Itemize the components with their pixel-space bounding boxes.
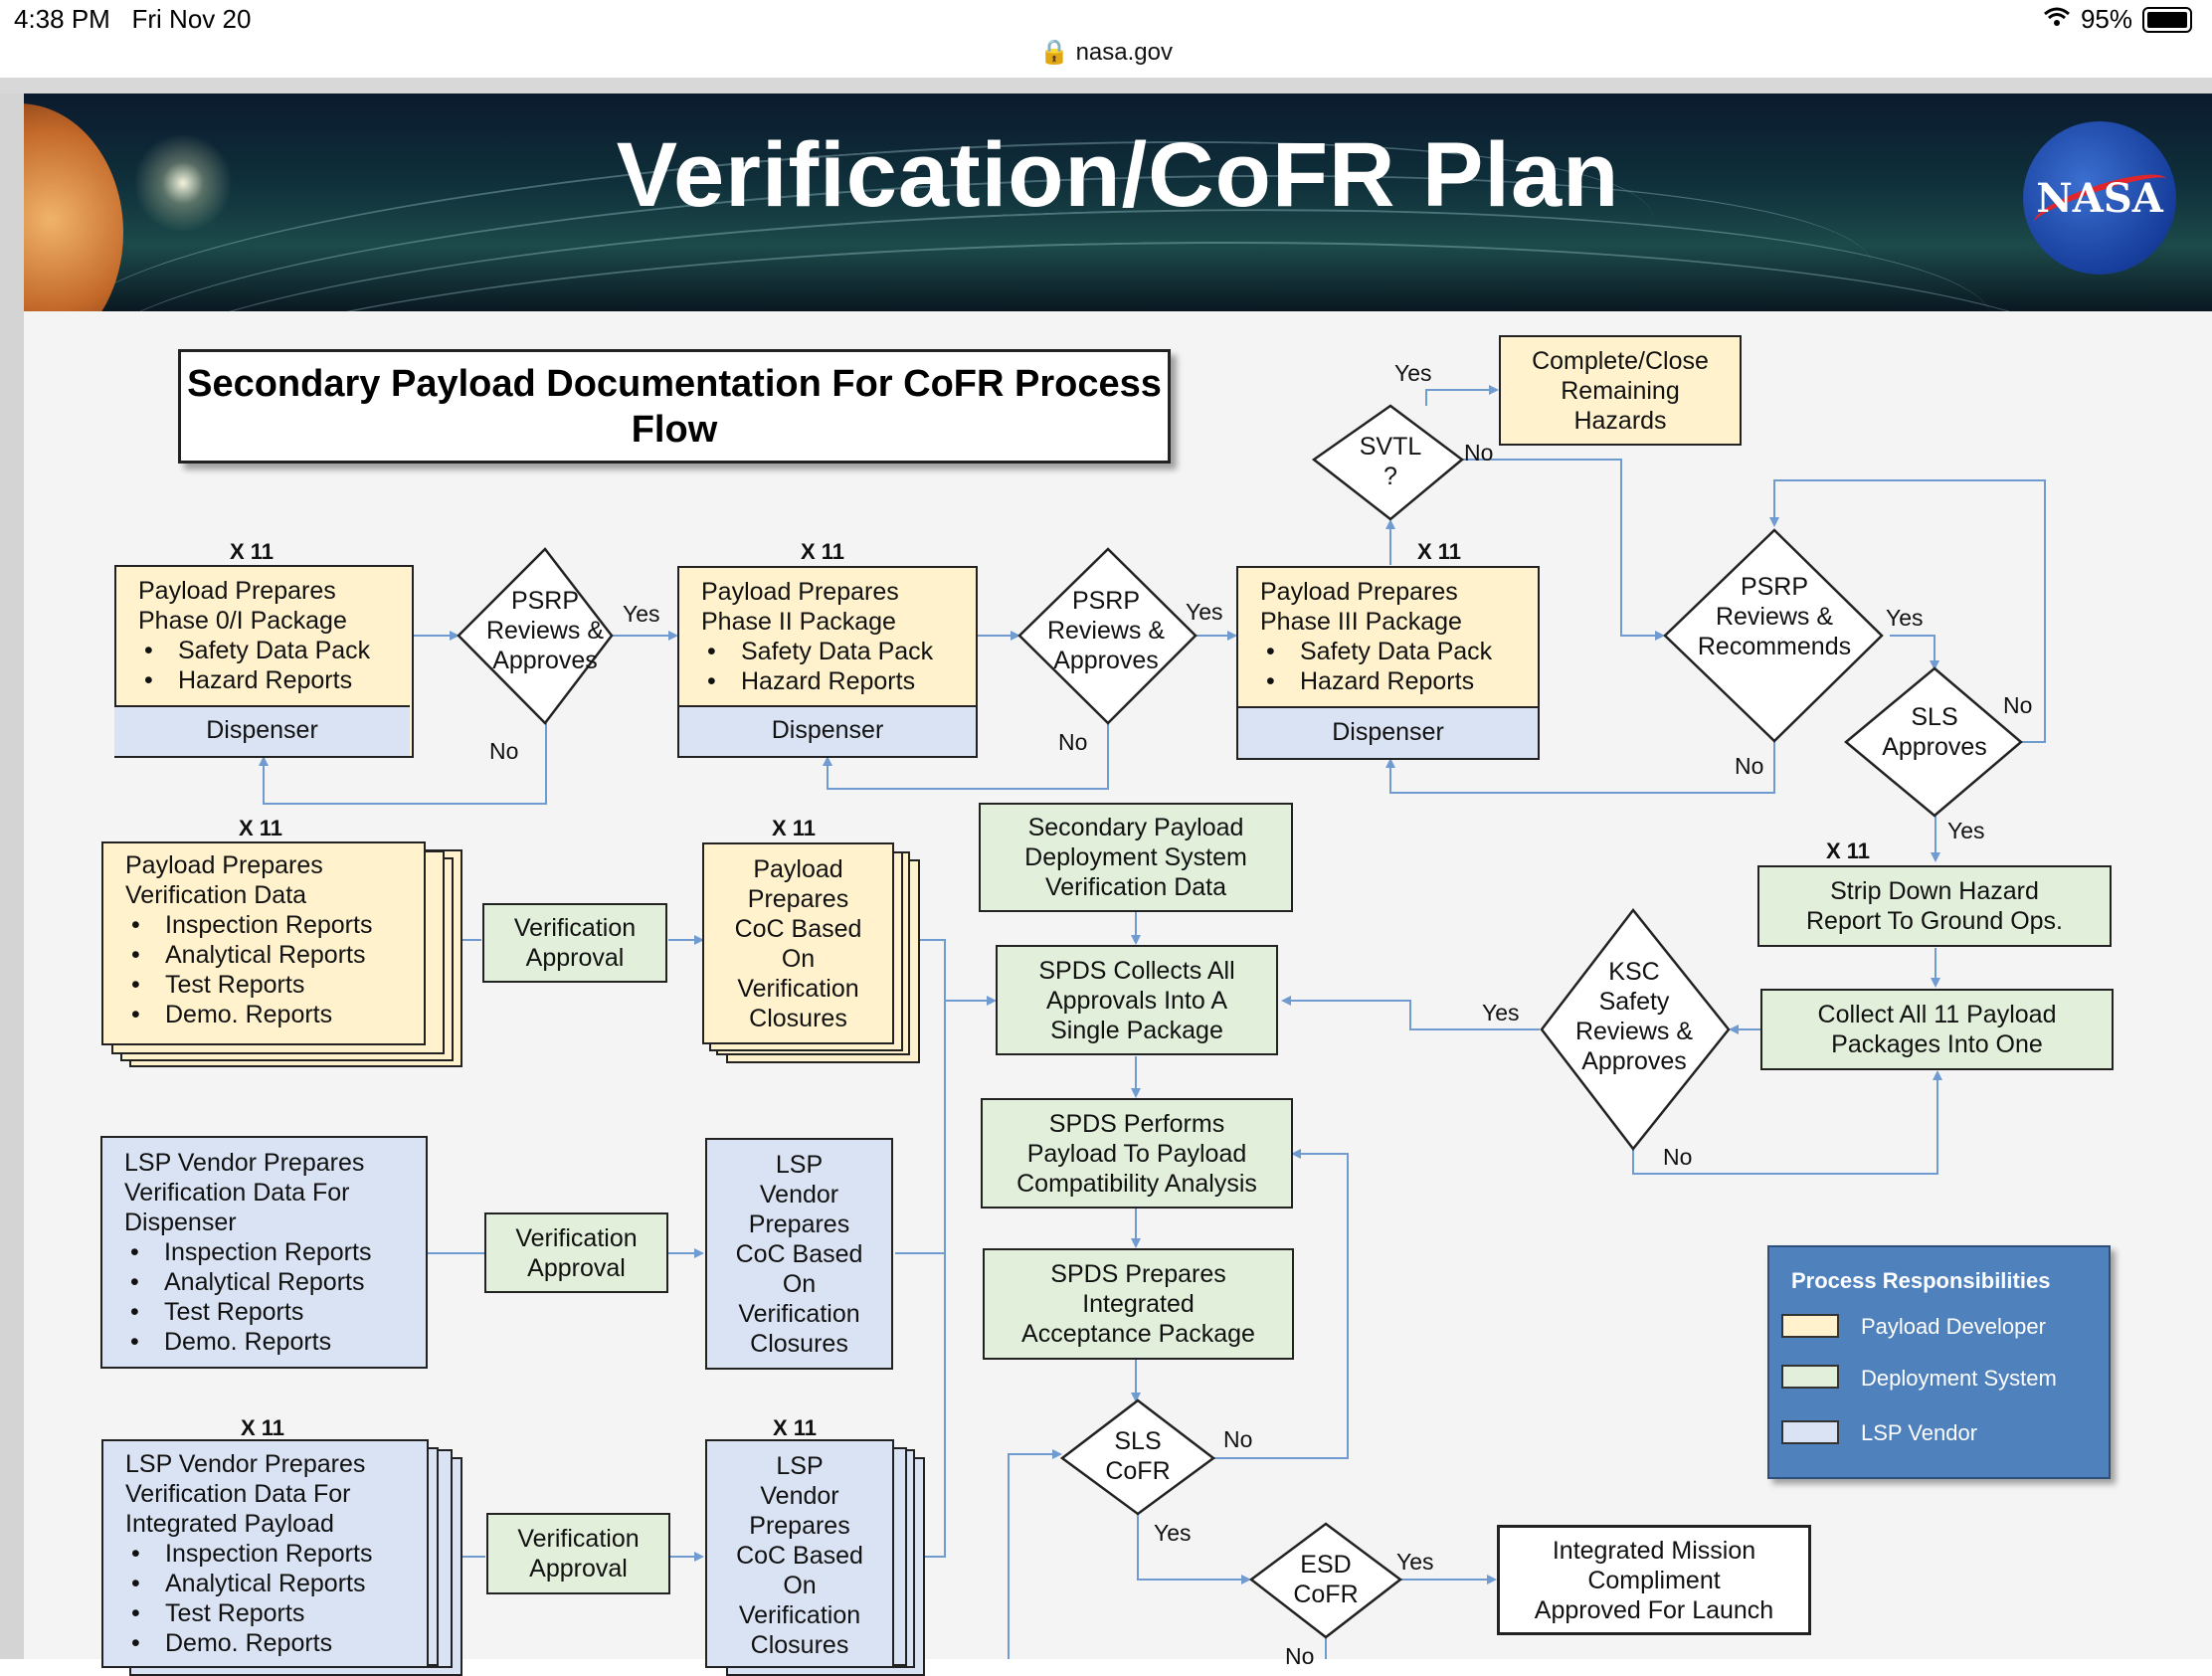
no-label: No (1058, 729, 1088, 755)
flow-title: Secondary Payload Documentation For CoFR… (178, 349, 1171, 464)
svtl-diamond (1311, 404, 1465, 521)
left-gutter (0, 93, 24, 1659)
no-label: No (1223, 1426, 1253, 1452)
no-label: No (489, 738, 519, 764)
toolbar-separator (0, 78, 2212, 93)
legend-title: Process Responsibilities (1791, 1268, 2051, 1293)
multiplier-label: X 11 (1417, 539, 1462, 564)
dispenser-label: Dispenser (1238, 706, 1538, 758)
multiplier-label: X 11 (239, 816, 283, 840)
status-right: 95% (2043, 4, 2192, 35)
multiplier-label: X 11 (1826, 838, 1871, 863)
psrp1-diamond (457, 547, 614, 725)
wifi-icon (2043, 4, 2071, 35)
status-bar: 4:38 PM Fri Nov 20 95% 🔒 nasa.gov (0, 0, 2212, 78)
yes-label: Yes (1396, 1549, 1434, 1575)
sls-cofr-diamond (1059, 1398, 1216, 1516)
lock-icon: 🔒 (1039, 39, 1069, 66)
multiplier-label: X 11 (230, 539, 275, 564)
legend-label: Payload Developer (1861, 1314, 2046, 1339)
address-bar[interactable]: 🔒 nasa.gov (0, 38, 2212, 67)
svtl-text: SVTL? (1359, 433, 1422, 490)
multiplier-label: X 11 (772, 816, 817, 840)
dispenser-label: Dispenser (679, 705, 976, 756)
yes-label: Yes (1154, 1520, 1192, 1546)
battery-percent: 95% (2080, 4, 2132, 34)
multiplier-label: X 11 (801, 539, 845, 564)
sun-glow (133, 133, 233, 233)
yes-label: Yes (1186, 599, 1223, 625)
nasa-logo: NASA (2023, 121, 2176, 275)
battery-icon (2142, 6, 2192, 33)
legend-swatch-deployment (1781, 1365, 1839, 1389)
no-label: No (1464, 440, 1494, 466)
esd-cofr-diamond (1248, 1522, 1403, 1639)
yes-label: Yes (1482, 1000, 1520, 1025)
ksc-safety-diamond (1540, 907, 1731, 1152)
no-label: No (2003, 692, 2033, 718)
yes-label: Yes (1886, 605, 1924, 631)
yes-label: Yes (1947, 818, 1985, 843)
slide-banner: Verification/CoFR Plan NASA (24, 93, 2212, 311)
dispenser-label: Dispenser (114, 705, 410, 756)
multiplier-label: X 11 (773, 1415, 818, 1440)
no-label: No (1663, 1144, 1693, 1170)
psrp3-diamond (1663, 528, 1884, 743)
legend-label: Deployment System (1861, 1366, 2057, 1391)
psrp2-diamond (1017, 547, 1198, 725)
yes-label: Yes (1394, 360, 1432, 386)
multiplier-label: X 11 (241, 1415, 285, 1440)
banner-title: Verification/CoFR Plan (616, 124, 1620, 226)
legend-label: LSP Vendor (1861, 1420, 1978, 1445)
no-label: No (1735, 753, 1764, 779)
yes-label: Yes (623, 601, 660, 627)
url-text: nasa.gov (1075, 39, 1173, 66)
no-label: No (1285, 1643, 1315, 1669)
sls-approves-diamond (1844, 666, 2023, 818)
legend-swatch-payload (1781, 1314, 1839, 1338)
responsibility-legend: Process Responsibilities Payload Develop… (1767, 1245, 2111, 1479)
status-time: 4:38 PM Fri Nov 20 (14, 4, 252, 34)
legend-swatch-lsp (1781, 1420, 1839, 1444)
